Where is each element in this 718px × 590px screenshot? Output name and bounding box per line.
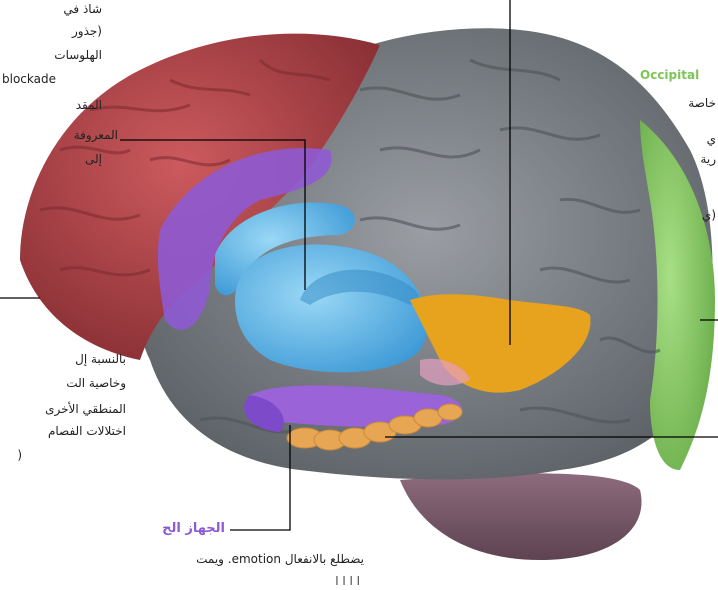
left-mid-3: المنطقي الأخرى [2,402,126,416]
left-mid-5: ( [2,448,22,462]
left-mid-2: وخاصية الت [2,376,126,390]
left-text-7: إلى [2,152,102,166]
left-text-6: المعروفة [2,128,118,142]
right-text-4: (ي [650,208,716,222]
limbic-text: يضطلع بالانفعال emotion. ويمت [84,552,364,566]
left-mid-4: اختلالات الفصام [2,424,126,438]
left-text-1: شاذ في [2,2,102,16]
occipital-label: Occipital [640,68,699,82]
right-text-3: رية [650,152,716,166]
limbic-title: الجهاز الح [100,522,225,536]
left-text-2: (جذور [2,24,102,38]
left-mid-1: بالنسبة إل [2,352,126,366]
right-text-1: خاصة [650,96,716,110]
left-text-5: المقد [2,98,102,112]
right-text-2: ي [650,132,716,146]
left-text-3: الهلوسات [2,48,102,62]
left-text-4: blockade [2,72,56,86]
brainstem [400,473,642,560]
